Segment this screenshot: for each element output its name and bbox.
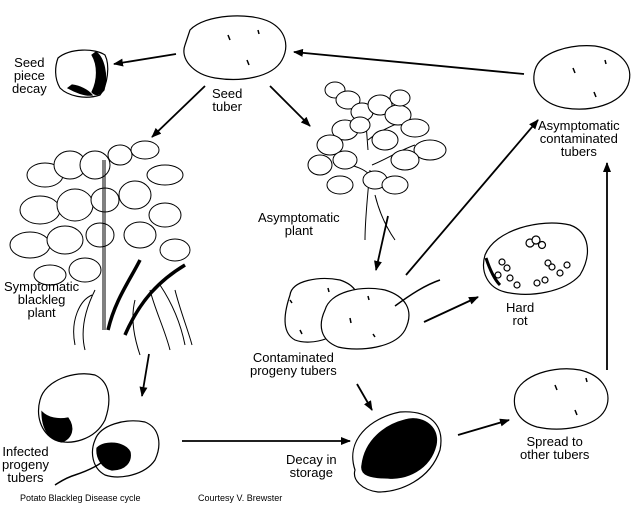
hard-rot-illustration <box>483 222 588 295</box>
arrow-symptomatic-to-infected <box>139 353 150 397</box>
asymptomatic-tuber-illustration <box>533 45 631 110</box>
label-seed-piece-decay: Seed piece decay <box>12 55 47 96</box>
arrow-decay-storage-to-spread <box>457 418 510 436</box>
arrow-asymptomatic-tubers-to-seed <box>293 48 525 75</box>
diagram-credit: Courtesy V. Brewster <box>198 493 283 503</box>
infected-progeny-tubers-illustration <box>37 373 160 486</box>
label-asymptomatic-contaminated-tubers: Asymptomatic contaminated tubers <box>538 118 620 159</box>
label-symptomatic-plant: Symptomatic blackleg plant <box>4 279 80 320</box>
label-asymptomatic-plant: Asymptomatic plant <box>258 210 340 238</box>
seed-tuber-illustration <box>183 15 287 81</box>
label-hard-rot: Hard rot <box>506 300 535 328</box>
asymptomatic-plant-illustration <box>307 81 447 241</box>
arrow-progeny-to-asymptomatic-tubers <box>405 119 539 276</box>
contaminated-progeny-tubers-illustration <box>284 277 441 350</box>
label-seed-tuber: Seed tuber <box>212 86 243 114</box>
decay-in-storage-illustration <box>352 411 442 493</box>
label-decay-in-storage: Decay in storage <box>286 452 337 480</box>
seed-piece-decay-illustration <box>55 49 109 98</box>
label-infected-progeny-tubers: Infected progeny tubers <box>2 444 49 485</box>
arrow-progeny-to-hard-rot <box>423 296 479 323</box>
arrow-progeny-to-decay-storage <box>356 383 373 411</box>
label-spread-to-other-tubers: Spread to other tubers <box>520 434 590 462</box>
diagram-title: Potato Blackleg Disease cycle <box>20 493 141 503</box>
arrow-seed-to-decay <box>113 53 177 67</box>
edge-arrows <box>113 48 611 445</box>
symptomatic-plant-illustration <box>9 140 193 356</box>
label-contaminated-progeny-tubers: Contaminated progeny tubers <box>250 350 337 378</box>
arrow-seed-to-asymptomatic-plant <box>269 85 311 127</box>
arrow-asymptomatic-plant-to-progeny <box>374 215 389 271</box>
arrow-seed-to-symptomatic <box>151 85 206 138</box>
spread-tuber-illustration <box>513 368 609 430</box>
